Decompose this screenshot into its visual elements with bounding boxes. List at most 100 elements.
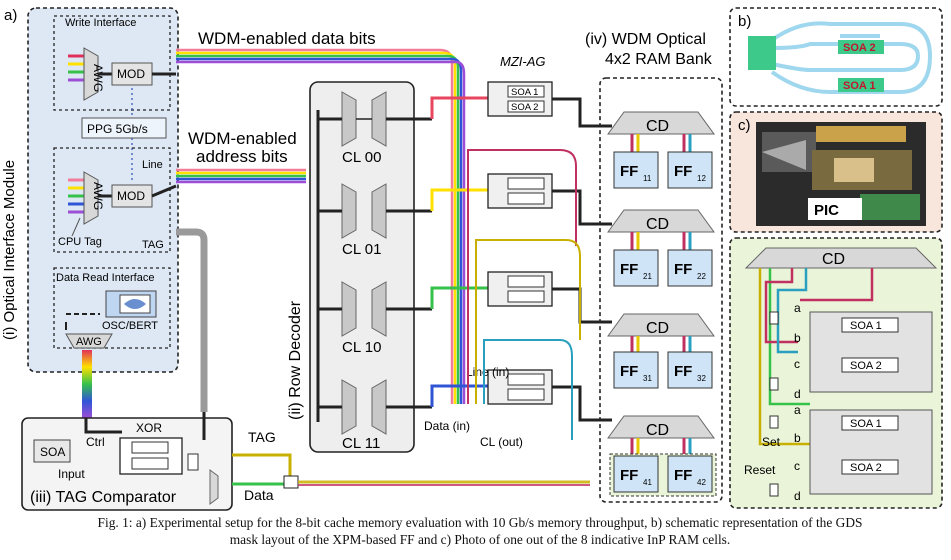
ff-port-letters: a b c d a b c d — [794, 301, 801, 503]
ppg-label: PPG 5Gb/s — [87, 122, 148, 136]
mzi-ag-1: SOA 1 SOA 2 — [487, 81, 553, 117]
ff-32 — [667, 351, 713, 389]
ram-row-2: CD FF 21 FF 22 — [607, 209, 715, 287]
ctrl-label: Ctrl — [86, 435, 105, 449]
svg-text:CD: CD — [822, 251, 845, 268]
svg-text:FF: FF — [620, 363, 638, 380]
optical-interface-module — [27, 7, 179, 373]
ff-22 — [667, 249, 713, 287]
mzi-ag-3 — [487, 271, 553, 307]
gds-soa1 — [838, 78, 884, 92]
write-interface-label: Write Interface — [65, 17, 136, 29]
ff-42 — [667, 455, 713, 493]
svg-text:SOA 1: SOA 1 — [843, 80, 876, 92]
svg-text:FF: FF — [674, 363, 692, 380]
svg-text:b: b — [794, 431, 801, 445]
svg-text:FF: FF — [674, 467, 692, 484]
address-bits-label-1: WDM-enabled — [188, 129, 297, 148]
mzi-ag-4 — [487, 369, 553, 405]
cpu-tag-label: CPU Tag — [58, 236, 102, 248]
ram-row-1: CD FF 11 FF 12 — [607, 111, 715, 189]
awg-read — [65, 333, 113, 349]
svg-text:CD: CD — [646, 118, 669, 135]
module-title: (i) Optical Interface Module — [1, 160, 18, 340]
svg-text:22: 22 — [697, 272, 706, 281]
ram-title-2: 4x2 RAM Bank — [605, 51, 713, 68]
svg-text:b): b) — [738, 13, 751, 30]
row-decoder-label: (ii) Row Decoder — [287, 300, 304, 420]
gds-pads — [748, 36, 776, 70]
svg-text:d: d — [794, 489, 801, 503]
ff-41 — [613, 455, 659, 493]
cl-01: CL 01 — [318, 183, 432, 258]
reset-label: Reset — [744, 463, 776, 477]
rainbow-fiber — [82, 350, 92, 418]
data-bits-bus — [176, 48, 466, 404]
osc-bert-label: OSC/BERT — [102, 320, 158, 332]
ff-31 — [613, 351, 659, 389]
svg-text:31: 31 — [643, 374, 652, 383]
pic-label: PIC — [814, 202, 839, 219]
ram-bank — [599, 77, 723, 503]
svg-text:CL 10: CL 10 — [342, 339, 381, 356]
data-read-interface-label: Data Read Interface — [56, 272, 154, 284]
svg-text:CD: CD — [646, 422, 669, 439]
address-interface-box — [53, 147, 171, 253]
address-bits-label-2: address bits — [196, 147, 288, 166]
svg-text:CL 00: CL 00 — [342, 149, 381, 166]
ram-row-4: CD FF 41 FF 42 — [607, 415, 717, 497]
gds-soa2 — [838, 40, 884, 54]
cl-10: CL 10 — [318, 281, 432, 356]
svg-text:a: a — [794, 301, 801, 315]
tag-out-label: TAG — [248, 429, 276, 445]
ff-11 — [613, 151, 659, 189]
svg-text:CD: CD — [646, 320, 669, 337]
svg-text:32: 32 — [697, 374, 706, 383]
svg-text:c): c) — [738, 117, 751, 134]
soa-box — [33, 439, 71, 463]
svg-text:FF: FF — [620, 467, 638, 484]
tag-label: TAG — [142, 239, 164, 251]
svg-text:b: b — [794, 331, 801, 345]
awg-write: AWG — [68, 47, 105, 101]
ff-photodiodes — [769, 311, 779, 497]
svg-text:11: 11 — [643, 174, 652, 183]
svg-text:SOA: SOA — [40, 445, 65, 459]
tag-comparator-label: (iii) TAG Comparator — [30, 489, 177, 506]
figure-caption: Fig. 1: a) Experimental setup for the 8-… — [30, 514, 930, 548]
mzi-ag-2 — [487, 173, 553, 209]
panel-label-a: a) — [4, 7, 17, 24]
svg-text:12: 12 — [697, 174, 706, 183]
ram-row-3: CD FF 31 FF 32 — [607, 313, 715, 389]
ff-top-cell: SOA 1 SOA 2 — [809, 311, 933, 393]
ff-12 — [667, 151, 713, 189]
svg-text:CL 01: CL 01 — [342, 241, 381, 258]
cl-out-label: CL (out) — [480, 435, 523, 449]
svg-text:SOA 1: SOA 1 — [850, 320, 882, 332]
mod-write-label: MOD — [117, 67, 145, 81]
svg-text:42: 42 — [697, 478, 706, 487]
svg-text:21: 21 — [643, 272, 652, 281]
svg-text:SOA 2: SOA 2 — [511, 102, 538, 113]
svg-text:FF: FF — [620, 163, 638, 180]
data-out-label: Data — [244, 487, 274, 503]
data-in-label: Data (in) — [424, 419, 470, 433]
svg-text:AWG: AWG — [76, 336, 102, 348]
tag-fiber — [176, 228, 208, 412]
svg-text:SOA 2: SOA 2 — [850, 360, 882, 372]
svg-text:41: 41 — [643, 478, 652, 487]
line-in-label: Line (in) — [466, 365, 509, 379]
write-interface-box — [53, 15, 171, 111]
input-label: Input — [58, 467, 85, 481]
svg-text:a: a — [794, 403, 801, 417]
svg-text:CD: CD — [646, 216, 669, 233]
svg-text:FF: FF — [674, 261, 692, 278]
cl-00: CL 00 — [318, 91, 432, 166]
svg-text:c: c — [794, 357, 800, 371]
svg-text:c: c — [794, 459, 800, 473]
mod-address-label: MOD — [117, 189, 145, 203]
svg-text:SOA 1: SOA 1 — [511, 87, 538, 98]
ff-bottom-cell: SOA 1 SOA 2 — [809, 409, 933, 495]
